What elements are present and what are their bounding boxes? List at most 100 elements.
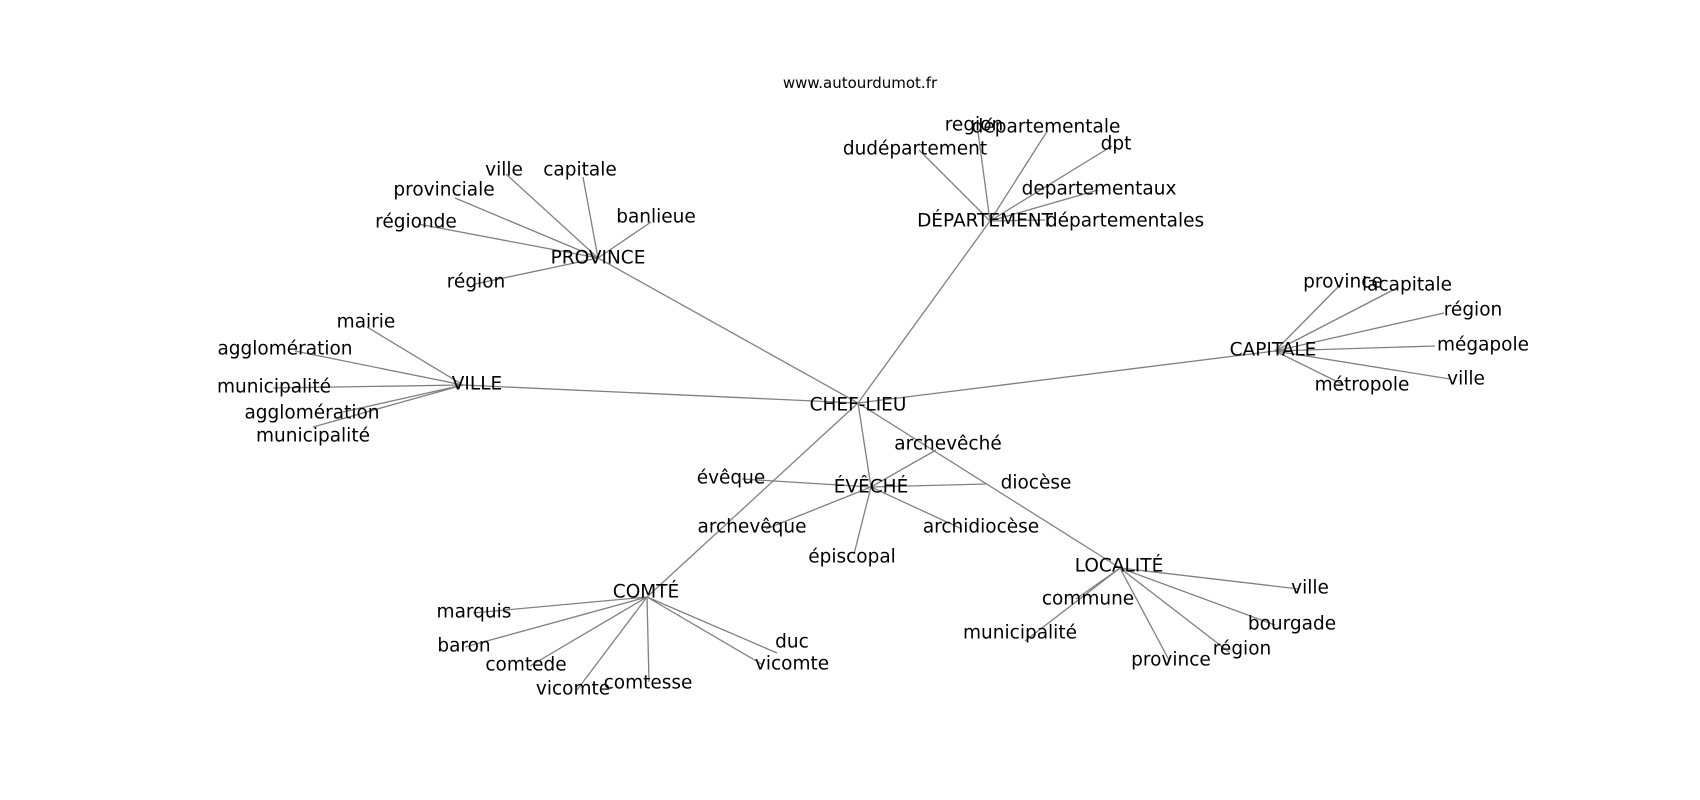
leaf-node-label: agglomération [244,403,379,424]
leaf-node-label: bourgade [1248,614,1336,635]
edge-hub-to-leaf [505,173,599,259]
leaf-node-label: vicomte [755,654,829,675]
center-node-label: CHEF-LIEU [810,395,907,416]
edge-hub-to-leaf [454,197,599,259]
leaf-node-label: province [1131,650,1211,671]
edge-hub-to-leaf [312,384,464,428]
leaf-node-label: municipalité [963,623,1077,644]
edge-hub-to-leaf [646,596,778,654]
leaf-node-label: duc [775,632,809,653]
leaf-node-label: provinciale [393,180,494,201]
edge-hub-to-leaf [977,131,991,222]
leaf-node-label: région [447,272,506,293]
hub-node-label: ÉVÊCHÉ [834,476,909,498]
leaf-node-label: ville [1447,369,1485,390]
edge-hub-to-leaf [1274,345,1436,352]
leaf-node-label: mégapole [1437,335,1529,356]
leaf-node-label: lacapitale [1362,275,1452,296]
edge-hub-to-leaf [474,257,599,285]
edge-hub-to-leaf [870,486,963,530]
edge-hub-to-leaf [582,176,599,259]
graph-edges [272,131,1451,691]
leaf-node-label: départementale [972,117,1121,138]
edge-hub-to-leaf [597,221,652,259]
edge-center-to-hub [646,402,859,598]
edge-hub-to-leaf [989,132,1047,222]
edge-hub-to-leaf [870,449,937,488]
leaf-node-label: évêque [697,468,766,489]
edge-hub-to-leaf [870,483,987,488]
edge-hub-to-leaf [1119,567,1230,653]
leaf-node-label: departementaux [1022,179,1177,200]
edge-hub-to-leaf [989,189,1099,222]
leaf-node-label: métropole [1315,375,1410,396]
hub-node-label: PROVINCE [551,248,646,269]
leaf-node-label: épiscopal [808,547,896,568]
edge-center-to-hub [597,257,859,404]
edge-hub-to-leaf [417,223,599,259]
edge-center-to-hub [857,402,1121,569]
leaf-node-label: archidiocèse [923,517,1039,538]
leaf-node-label: départementales [1046,211,1204,232]
leaf-node-label: agglomération [217,339,352,360]
leaf-node-label: ville [485,160,523,181]
edge-hub-to-leaf [989,219,1046,222]
leaf-node-label: comtede [485,655,566,676]
edge-center-to-hub [462,384,859,404]
leaf-node-label: region [945,115,1004,136]
leaf-node-label: régionde [375,212,457,233]
leaf-node-label: comtesse [604,673,693,694]
hub-node-label: LOCALITÉ [1075,555,1164,577]
site-url: www.autourdumot.fr [783,74,938,92]
leaf-node-label: marquis [437,602,512,623]
edge-hub-to-leaf [1274,350,1345,386]
edge-hub-to-leaf [646,596,650,683]
edge-hub-to-leaf [342,384,464,413]
edge-hub-to-leaf [1274,350,1451,380]
leaf-node-label: municipalité [256,426,370,447]
leaf-node-label: archevêque [698,517,807,538]
edge-hub-to-leaf [741,478,872,488]
leaf-node-label: région [1444,300,1503,321]
edge-center-to-hub [857,220,991,404]
edge-hub-to-leaf [1119,567,1276,626]
edge-hub-to-leaf [366,326,464,386]
graph-labels: CHEF-LIEU PROVINCE ville capitale provincial… [217,115,1529,700]
edge-hub-to-leaf [853,486,872,555]
leaf-node-label: archevêché [894,434,1001,455]
leaf-node-label: municipalité [217,377,331,398]
leaf-node-label: capitale [543,160,617,181]
leaf-node-label: mairie [337,312,396,333]
edge-center-to-hub [857,350,1276,404]
edge-hub-to-leaf [294,350,464,386]
leaf-node-label: vicomte [536,679,610,700]
leaf-node-label: baron [437,636,490,657]
leaf-node-label: région [1213,639,1272,660]
edge-hub-to-leaf [529,596,648,667]
edge-hub-to-leaf [765,486,872,530]
edge-hub-to-leaf [576,596,648,691]
leaf-node-label: banlieue [616,207,696,228]
edge-hub-to-leaf [472,596,648,614]
leaf-node-label: dpt [1101,134,1132,155]
edge-hub-to-leaf [918,149,991,222]
leaf-node-label: ville [1291,578,1329,599]
edge-hub-to-leaf [464,596,648,648]
edge-hub-to-leaf [1119,567,1300,590]
hub-node-label: COMTÉ [613,581,679,603]
edge-hub-to-leaf [646,596,764,666]
edge-hub-to-leaf [989,145,1113,222]
leaf-node-label: province [1303,272,1383,293]
edge-hub-to-leaf [1119,567,1170,661]
edge-hub-to-leaf [1274,312,1445,352]
edge-center-to-hub [857,402,872,488]
edge-hub-to-leaf [1274,284,1341,352]
leaf-node-label: commune [1042,589,1134,610]
leaf-node-label: diocèse [1001,473,1072,494]
hub-node-label: CAPITALE [1230,340,1317,361]
edge-hub-to-leaf [1274,287,1398,352]
leaf-node-label: dudépartement [843,139,987,160]
edge-hub-to-leaf [1024,567,1121,642]
hub-node-label: DÉPARTEMENT [917,210,1054,232]
